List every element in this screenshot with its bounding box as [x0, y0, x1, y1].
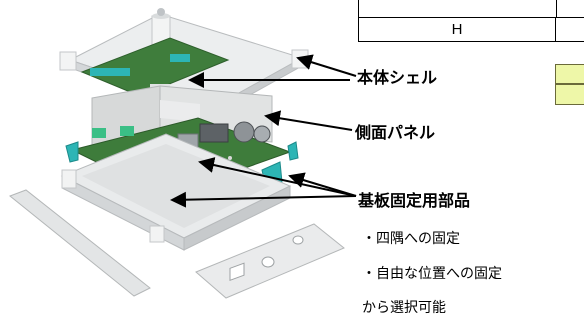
leader-arrows	[170, 54, 357, 208]
highlight-cell	[555, 64, 584, 84]
spec-table-divider	[556, 0, 557, 18]
spec-table-row	[359, 0, 584, 18]
spec-table: H	[358, 0, 584, 42]
loose-panels	[9, 189, 345, 299]
spec-table-cell-h: H	[359, 18, 556, 41]
highlight-cell	[555, 84, 584, 105]
note-selectable: から選択可能	[362, 300, 446, 316]
label-shell: 本体シェル	[357, 68, 438, 87]
label-board-fixing: 基板固定用部品	[358, 191, 471, 210]
bottom-tray	[60, 133, 292, 251]
label-side-panel: 側面パネル	[355, 123, 436, 142]
note-free-fixing: ・自由な位置への固定	[362, 266, 502, 282]
note-corner-fixing: ・四隅への固定	[362, 231, 460, 247]
